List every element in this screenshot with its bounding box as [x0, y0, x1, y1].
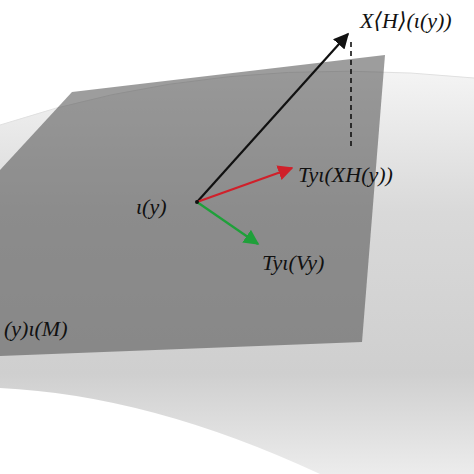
tangent-plane — [0, 55, 385, 356]
tangent-space-label: (y)ι(M) — [4, 318, 68, 340]
projected-vector-arrow — [197, 168, 292, 202]
point-label: ι(y) — [136, 196, 167, 218]
projected-vector-label: Tyι(XH(y)) — [298, 164, 393, 186]
base-point — [195, 200, 199, 204]
vertical-vector-arrow — [197, 202, 258, 244]
vector-label: X⟨H⟩(ι(y)) — [360, 10, 452, 32]
vertical-vector-label: Tyι(Vy) — [262, 252, 324, 274]
projection-line — [350, 42, 352, 150]
